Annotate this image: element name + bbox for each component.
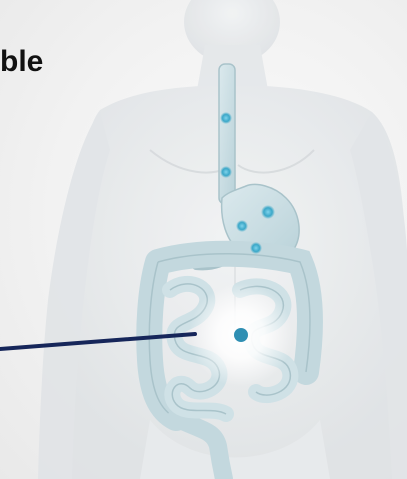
particle-dot xyxy=(220,112,232,124)
particle-dot xyxy=(261,205,275,219)
particle-dot xyxy=(236,220,248,232)
particle-dot xyxy=(220,166,232,178)
caption-text: ble xyxy=(0,44,43,80)
capsule-glow xyxy=(189,283,293,387)
particle-dot xyxy=(250,242,262,254)
esophagus xyxy=(219,64,235,204)
